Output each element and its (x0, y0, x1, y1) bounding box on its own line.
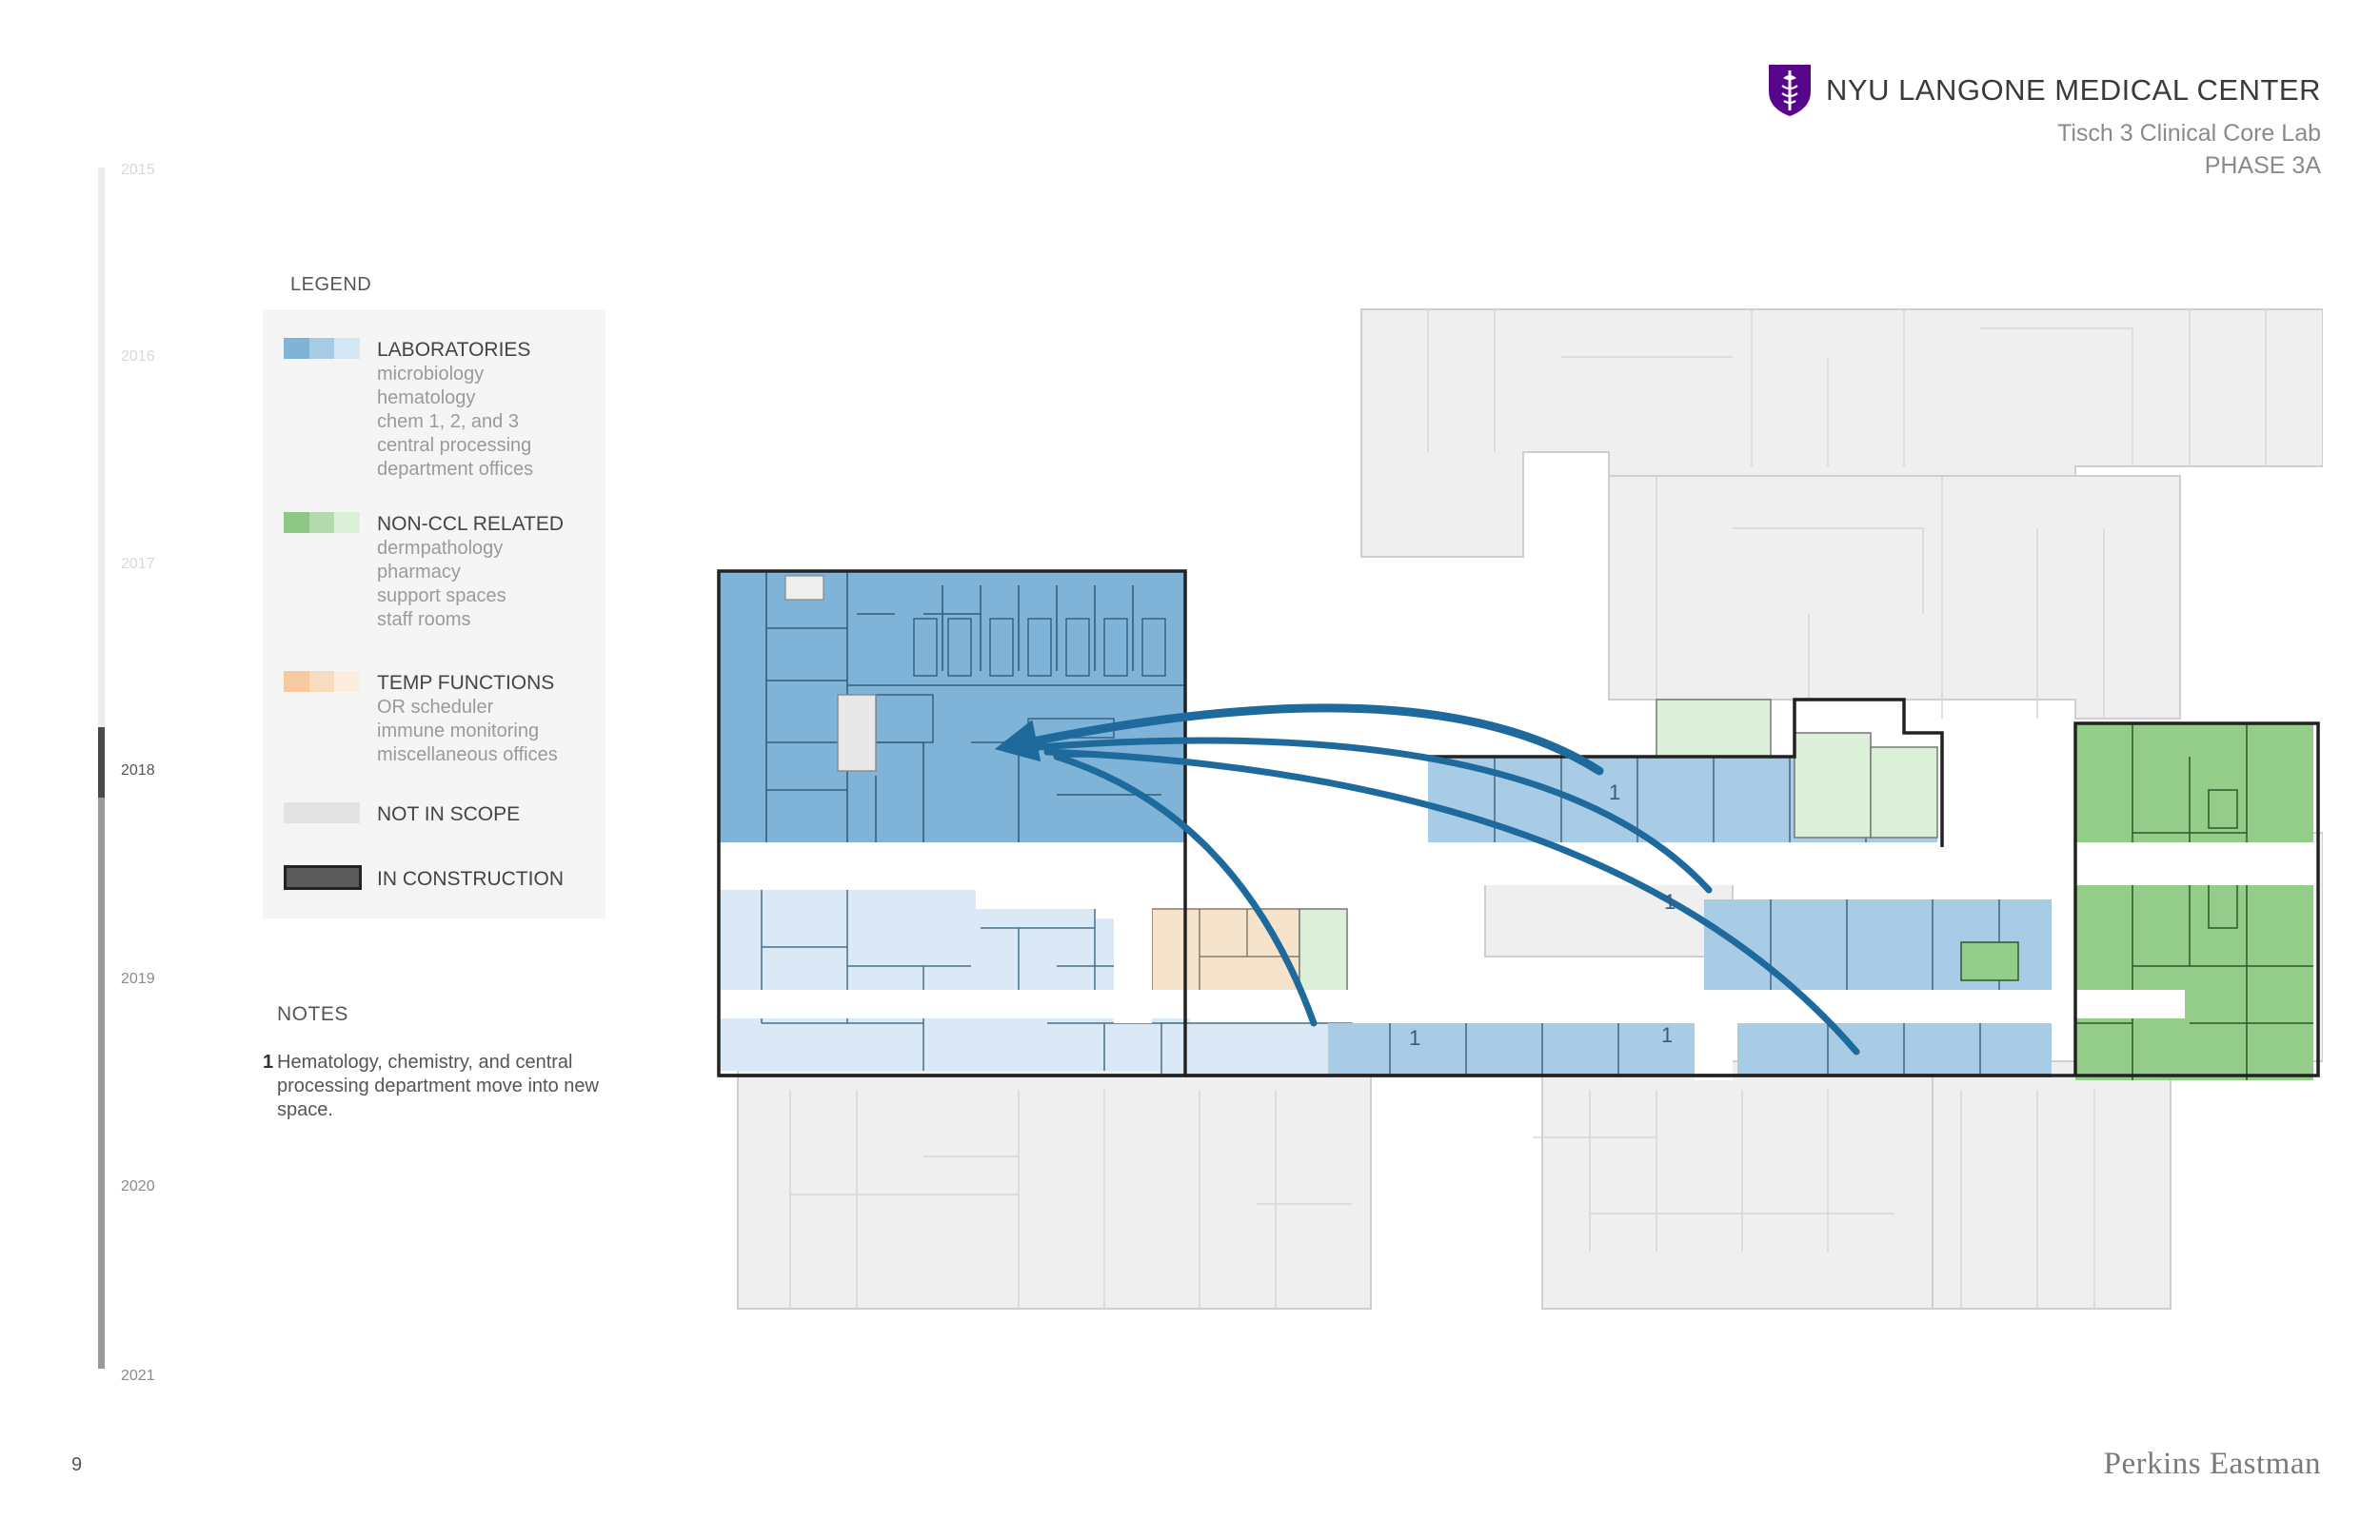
legend-sub: department offices (377, 459, 534, 480)
title-row: NYU LANGONE MEDICAL CENTER (1767, 63, 2321, 118)
swatch-shade (308, 512, 335, 533)
nyu-torch-shield-icon (1769, 65, 1811, 116)
note-number: 1 (263, 1052, 274, 1073)
legend-sub: miscellaneous offices (377, 744, 558, 765)
timeline-year: 2020 (121, 1178, 155, 1194)
legend-label: IN CONSTRUCTION (377, 868, 564, 890)
laboratory-block-main (719, 571, 1185, 842)
room-label: 1 (1409, 1026, 1420, 1050)
room-label: 1 (1609, 780, 1620, 804)
corridors (719, 842, 2318, 1080)
legend-sub: staff rooms (377, 609, 471, 630)
firm-logo: Perkins Eastman (2103, 1447, 2321, 1481)
legend-sub: microbiology (377, 364, 485, 385)
timeline-current-marker (98, 727, 105, 798)
timeline-progress (98, 796, 105, 1369)
phase-label: PHASE 3A (2204, 152, 2321, 179)
legend-swatch (284, 671, 361, 692)
note-text: Hematology, chemistry, and central proce… (277, 1052, 599, 1120)
swatch-shade (284, 802, 360, 823)
in-construction-outline (717, 569, 2320, 1077)
legend-sub: immune monitoring (377, 721, 540, 741)
room-label: 1 (1664, 890, 1676, 914)
laboratory-block-bottom-row (1328, 1023, 2052, 1076)
legend-swatch (284, 802, 360, 823)
timeline-year: 2019 (121, 971, 155, 987)
swatch-shade (284, 338, 309, 359)
legend-swatch (284, 338, 361, 359)
legend-label: NON-CCL RELATED (377, 513, 565, 535)
timeline-year: 2015 (121, 162, 155, 178)
legend-label: TEMP FUNCTIONS (377, 672, 555, 694)
legend-swatch (284, 512, 361, 533)
notes-title: NOTES (277, 1003, 348, 1025)
timeline-year: 2016 (121, 348, 155, 365)
timeline-year: 2017 (121, 556, 155, 572)
legend-sub: hematology (377, 387, 476, 408)
header: NYU LANGONE MEDICAL CENTER Tisch 3 Clini… (1767, 63, 2321, 148)
temp-functions-area (1151, 908, 1300, 1000)
organization-name: NYU LANGONE MEDICAL CENTER (1826, 73, 2321, 107)
swatch-shade (334, 512, 361, 533)
relocation-arrows (994, 703, 1860, 1056)
not-in-scope-areas (737, 308, 2323, 1310)
timeline-year: 2021 (121, 1368, 155, 1384)
swatch-shade (287, 868, 359, 887)
swatch-shade (308, 671, 335, 692)
legend-title: LEGEND (290, 274, 372, 295)
swatch-shade (284, 671, 309, 692)
legend-sub: support spaces (377, 585, 506, 606)
room-label: 1 (1661, 1023, 1673, 1047)
swatch-shade (308, 338, 335, 359)
laboratory-block-bottom-light (1160, 1022, 1353, 1076)
project-name: Tisch 3 Clinical Core Lab (2057, 120, 2321, 147)
legend-sub: OR scheduler (377, 697, 494, 718)
note-item: 1 Hematology, chemistry, and central pro… (263, 1051, 615, 1122)
swatch-shade (334, 338, 361, 359)
legend-sub: central processing (377, 435, 532, 456)
page-number: 9 (71, 1454, 83, 1475)
timeline-year-current: 2018 (121, 762, 155, 779)
legend-sub: chem 1, 2, and 3 (377, 411, 519, 432)
swatch-shade (284, 512, 309, 533)
non-ccl-small-area (1299, 908, 1348, 1000)
non-ccl-area-dark (2075, 723, 2313, 1080)
non-ccl-area-light (1656, 699, 1938, 839)
legend-sub: dermpathology (377, 538, 504, 559)
legend-label: LABORATORIES (377, 339, 531, 361)
floor-plan: 1 1 1 1 (717, 308, 2323, 1310)
swatch-shade (334, 671, 361, 692)
non-ccl-small-dark (1960, 941, 2019, 981)
legend-swatch (284, 865, 362, 890)
legend: LABORATORIES microbiology hematology che… (263, 309, 605, 918)
legend-sub: pharmacy (377, 562, 461, 582)
background-room-lines (789, 309, 2267, 1309)
legend-label: NOT IN SCOPE (377, 803, 521, 825)
